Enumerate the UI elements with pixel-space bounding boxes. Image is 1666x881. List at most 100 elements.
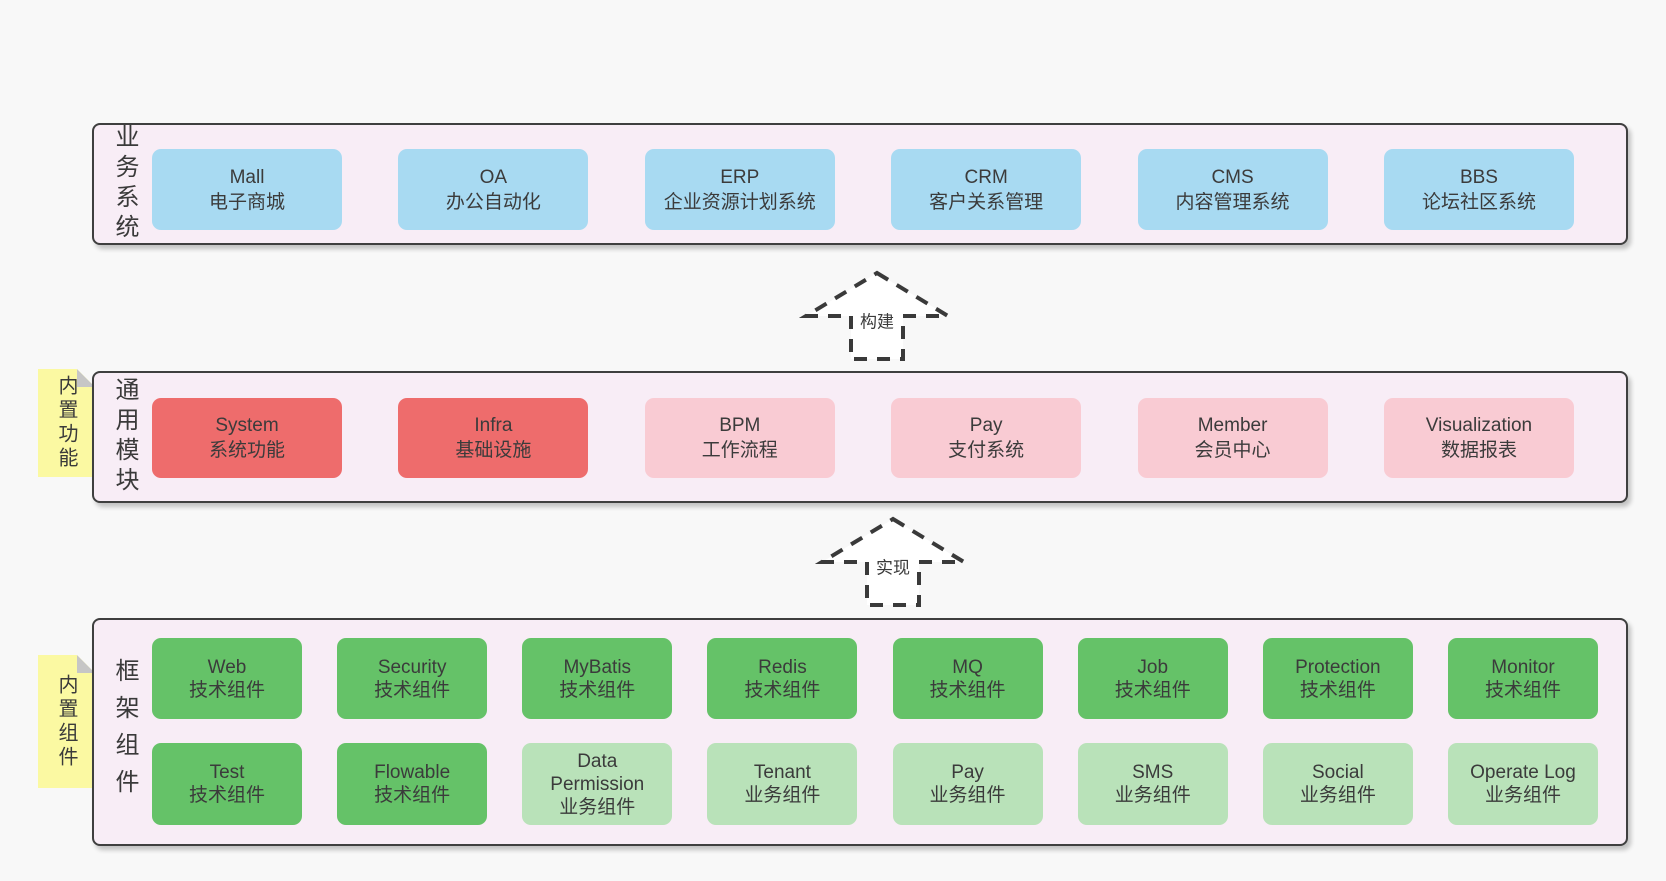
box-member: Member 会员中心 (1137, 398, 1328, 478)
box-erp: ERP 企业资源计划系统 (644, 149, 835, 230)
box-title: BPM (719, 415, 761, 436)
box-mall: Mall 电子商城 (152, 149, 342, 230)
box-title: Visualization (1425, 415, 1533, 436)
box-title: Pay (951, 762, 984, 783)
box-title: Job (1137, 656, 1169, 678)
box-title: Monitor (1491, 656, 1555, 678)
arrow-build-label: 构建 (856, 306, 898, 334)
box-subtitle: 基础设施 (455, 440, 532, 461)
box-title: BBS (1459, 166, 1498, 188)
box-subtitle: 工作流程 (701, 440, 778, 461)
arrow-implement: 实现 (813, 516, 973, 608)
box-title: Test (209, 762, 245, 783)
box-title: SMS (1132, 762, 1174, 783)
note-built-in-components-label: 内置组件 (55, 673, 77, 770)
box-title: Flowable (374, 762, 451, 783)
box-protection: Protection 技术组件 (1262, 638, 1413, 719)
box-web: Web 技术组件 (152, 638, 302, 719)
box-title: Data Permission (550, 750, 645, 795)
box-test: Test 技术组件 (152, 743, 302, 825)
box-title: Member (1197, 415, 1268, 436)
box-subtitle: 技术组件 (1299, 679, 1376, 701)
box-subtitle: 业务组件 (559, 796, 636, 818)
box-subtitle: 技术组件 (1484, 679, 1561, 701)
box-system: System 系统功能 (152, 398, 342, 478)
box-subtitle: 内容管理系统 (1175, 191, 1290, 213)
panel-framework-components: 框架组件 Web 技术组件 Security 技术组件 MyBatis 技术组件… (92, 618, 1628, 846)
box-infra: Infra 基础设施 (398, 398, 589, 478)
arrow-build: 构建 (797, 270, 957, 362)
box-bbs: BBS 论坛社区系统 (1383, 149, 1574, 230)
box-title: Tenant (753, 762, 811, 783)
note-built-in-features: 内置功能 (38, 369, 95, 477)
panel-common-modules-label: 通用模块 (111, 377, 138, 497)
box-pay-component: Pay 业务组件 (892, 743, 1043, 825)
panel-framework-components-label: 框架组件 (111, 658, 138, 806)
box-flowable: Flowable 技术组件 (337, 743, 488, 825)
box-subtitle: 技术组件 (374, 785, 451, 806)
box-subtitle: 技术组件 (559, 679, 636, 701)
box-security: Security 技术组件 (337, 638, 488, 719)
box-title: Security (377, 656, 447, 678)
box-subtitle: 业务组件 (1114, 785, 1191, 806)
box-subtitle: 技术组件 (929, 679, 1006, 701)
box-subtitle: 数据报表 (1440, 440, 1517, 461)
box-mybatis: MyBatis 技术组件 (522, 638, 673, 719)
box-title: OA (479, 166, 508, 188)
box-title: Operate Log (1470, 762, 1576, 783)
box-subtitle: 会员中心 (1194, 440, 1271, 461)
box-title: MQ (952, 656, 983, 678)
box-cms: CMS 内容管理系统 (1137, 149, 1328, 230)
box-tenant: Tenant 业务组件 (707, 743, 858, 825)
box-subtitle: 业务组件 (1484, 785, 1561, 806)
box-crm: CRM 客户关系管理 (891, 149, 1082, 230)
box-subtitle: 业务组件 (744, 785, 821, 806)
framework-components-box-row-top: Web 技术组件 Security 技术组件 MyBatis 技术组件 Redi… (152, 638, 1598, 719)
panel-business-systems-label: 业务系统 (111, 124, 138, 244)
box-subtitle: 技术组件 (188, 679, 265, 701)
box-subtitle: 业务组件 (929, 785, 1006, 806)
box-title: Protection (1295, 656, 1381, 678)
business-systems-box-row: Mall 电子商城 OA 办公自动化 ERP 企业资源计划系统 CRM 客户关系… (152, 149, 1574, 230)
common-modules-box-row: System 系统功能 Infra 基础设施 BPM 工作流程 Pay 支付系统… (152, 398, 1574, 478)
box-subtitle: 技术组件 (188, 785, 265, 806)
box-oa: OA 办公自动化 (398, 149, 589, 230)
box-title: CMS (1211, 166, 1254, 188)
box-title: Web (207, 656, 247, 678)
box-title: MyBatis (563, 656, 632, 678)
box-title: Social (1311, 762, 1364, 783)
box-bpm: BPM 工作流程 (644, 398, 835, 478)
box-subtitle: 技术组件 (374, 679, 451, 701)
box-operate-log: Operate Log 业务组件 (1447, 743, 1598, 825)
box-title: Pay (969, 415, 1003, 436)
panel-business-systems: 业务系统 Mall 电子商城 OA 办公自动化 ERP 企业资源计划系统 CRM… (92, 123, 1628, 245)
box-title: System (215, 415, 279, 436)
box-subtitle: 系统功能 (208, 440, 285, 461)
box-subtitle: 办公自动化 (445, 191, 541, 213)
box-title: CRM (964, 166, 1008, 188)
arrow-implement-label: 实现 (872, 552, 914, 580)
box-subtitle: 电子商城 (208, 191, 285, 213)
box-data-permission: Data Permission 业务组件 (522, 743, 673, 825)
box-title: Redis (758, 656, 807, 678)
box-pay-module: Pay 支付系统 (891, 398, 1082, 478)
box-subtitle: 客户关系管理 (929, 191, 1044, 213)
box-subtitle: 技术组件 (744, 679, 821, 701)
box-monitor: Monitor 技术组件 (1447, 638, 1598, 719)
box-subtitle: 业务组件 (1299, 785, 1376, 806)
box-title: Infra (474, 415, 513, 436)
box-title: Mall (229, 166, 265, 188)
note-built-in-components: 内置组件 (38, 655, 95, 788)
framework-components-box-row-bottom: Test 技术组件 Flowable 技术组件 Data Permission … (152, 743, 1598, 825)
box-subtitle: 论坛社区系统 (1421, 191, 1536, 213)
box-job: Job 技术组件 (1077, 638, 1228, 719)
box-subtitle: 技术组件 (1114, 679, 1191, 701)
box-subtitle: 支付系统 (948, 440, 1025, 461)
box-subtitle: 企业资源计划系统 (663, 191, 816, 213)
box-mq: MQ 技术组件 (892, 638, 1043, 719)
box-social: Social 业务组件 (1262, 743, 1413, 825)
box-redis: Redis 技术组件 (707, 638, 858, 719)
box-title: ERP (720, 166, 760, 188)
box-visualization: Visualization 数据报表 (1383, 398, 1574, 478)
